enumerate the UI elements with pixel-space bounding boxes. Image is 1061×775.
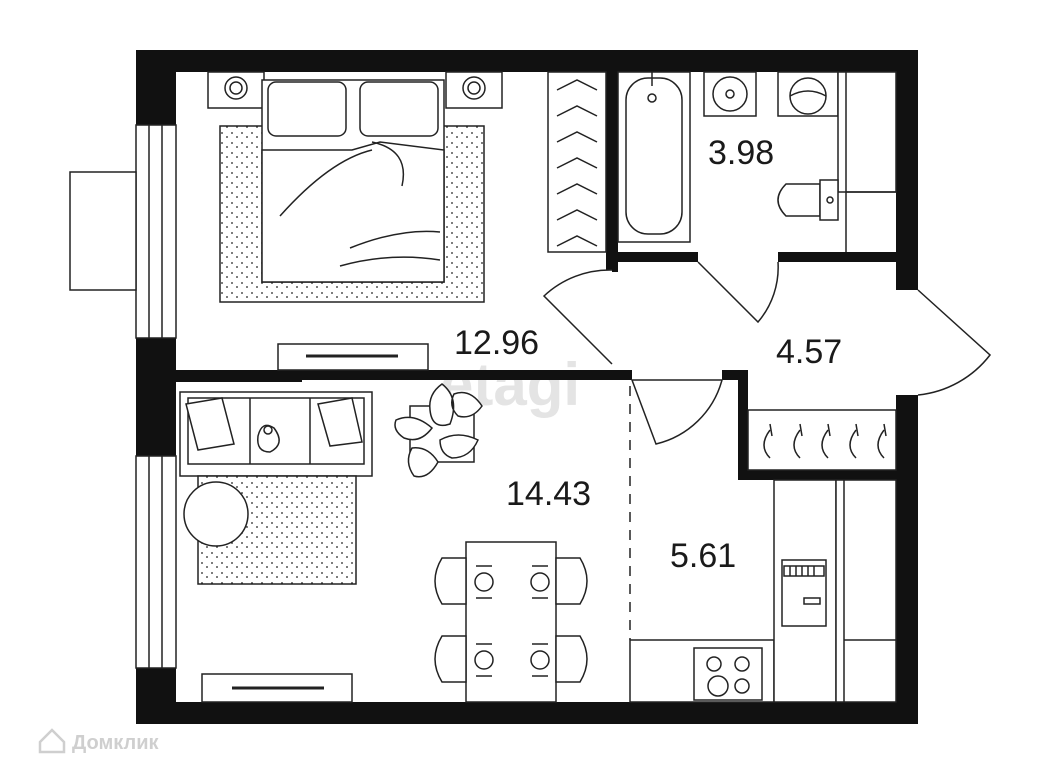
- kitchen-fixtures: [629, 386, 897, 703]
- area-label-bathroom: 3.98: [708, 134, 774, 172]
- brand-text: Домклик: [72, 732, 159, 754]
- walls: [136, 50, 918, 724]
- hallway-coat-rack: [747, 409, 897, 471]
- door-entrance: [917, 289, 992, 396]
- bedroom-furniture: [207, 71, 607, 371]
- area-label-bedroom: 12.96: [454, 324, 539, 362]
- area-label-kitchen: 5.61: [670, 537, 736, 575]
- door-bathroom: [697, 261, 779, 324]
- bathroom-fixtures: [617, 71, 897, 252]
- brand-logo: Домклик: [38, 728, 159, 754]
- living-furniture: [176, 382, 588, 703]
- door-living: [630, 379, 723, 445]
- area-label-hallway: 4.57: [776, 333, 842, 371]
- window-living: [135, 455, 177, 669]
- door-bedroom: [542, 269, 613, 365]
- area-label-living-room: 14.43: [506, 475, 591, 513]
- balcony-outline: [69, 171, 137, 291]
- window-bedroom: [135, 124, 177, 339]
- house-icon: [38, 728, 66, 754]
